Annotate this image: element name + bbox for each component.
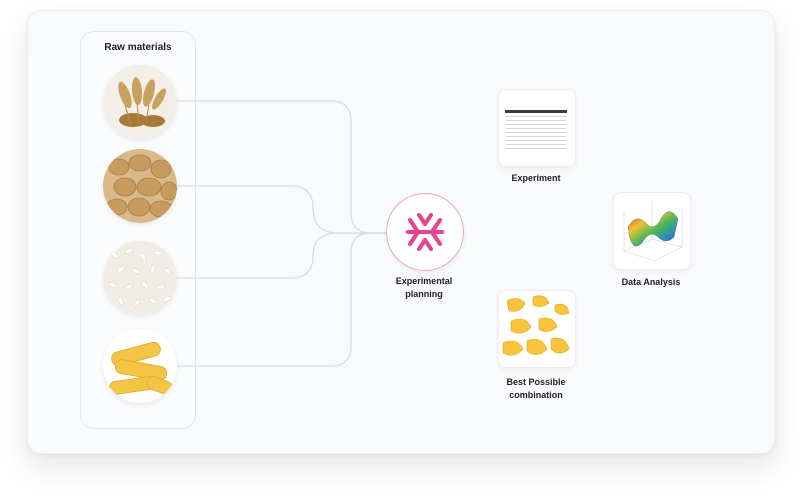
rice-image — [103, 241, 177, 315]
experimental-planning-label: Experimental planning — [376, 275, 472, 301]
data-analysis-thumbnail — [613, 192, 691, 270]
connector-corn — [177, 233, 386, 366]
experimental-planning-hub — [386, 193, 464, 271]
connector-wheat — [177, 101, 386, 233]
experiment-mini-table — [505, 110, 567, 149]
data-analysis-label: Data Analysis — [603, 276, 699, 289]
corn-image — [103, 329, 177, 403]
asterisk-logo-icon — [405, 212, 445, 252]
best-combination-label: Best Possible combination — [488, 376, 584, 402]
surface-plot-image — [614, 193, 690, 269]
chips-image — [499, 291, 575, 367]
wheat-image — [103, 65, 177, 139]
experiment-label: Experiment — [488, 172, 584, 185]
experiment-thumbnail — [498, 89, 576, 167]
potatoes-image — [103, 149, 177, 223]
best-combination-thumbnail — [498, 290, 576, 368]
